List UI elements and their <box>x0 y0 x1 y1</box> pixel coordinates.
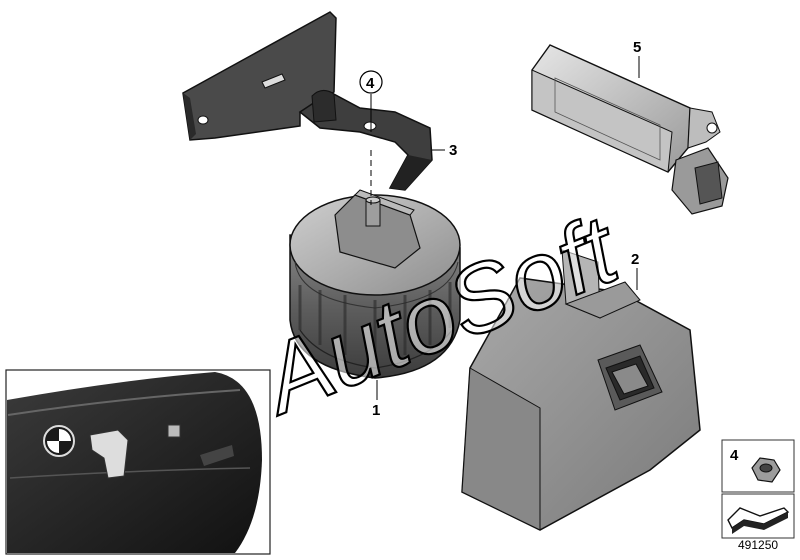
callout-3: 3 <box>432 142 457 159</box>
callout-1-number: 1 <box>372 402 380 419</box>
callout-3-number: 3 <box>449 142 457 159</box>
callout-4-number: 4 <box>366 75 375 92</box>
callout-1: 1 <box>372 380 380 419</box>
module-part <box>531 44 729 215</box>
legend-nut-box: 4 <box>721 439 795 493</box>
callout-2-number: 2 <box>631 251 639 268</box>
legend-nut-number: 4 <box>730 447 739 464</box>
callout-2: 2 <box>631 251 639 290</box>
callout-5: 5 <box>633 39 641 78</box>
vehicle-inset <box>5 369 271 555</box>
callout-4: 4 <box>359 70 383 205</box>
cover-part <box>461 249 701 531</box>
document-number: 491250 <box>738 538 779 552</box>
siren-part <box>289 189 461 379</box>
bracket-part <box>182 11 433 191</box>
legend-arrow-box <box>721 493 795 539</box>
callout-5-number: 5 <box>633 39 641 56</box>
